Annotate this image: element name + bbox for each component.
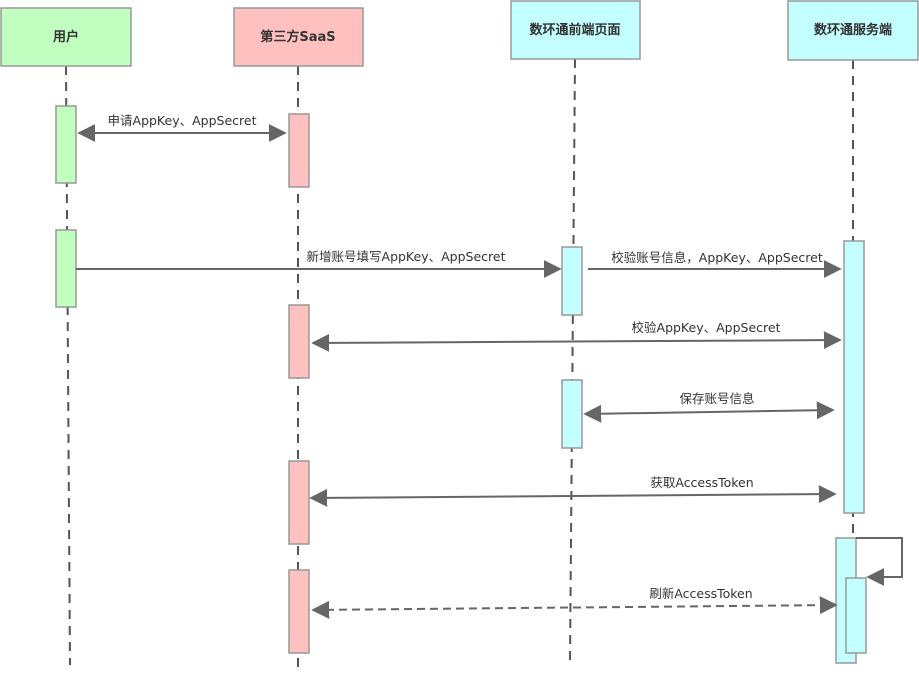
participant-saas: 第三方SaaS xyxy=(233,7,364,67)
activation-server-1 xyxy=(843,240,865,514)
participant-frontend: 数环通前端页面 xyxy=(510,0,641,60)
message-verify-account-label: 校验账号信息，AppKey、AppSecret xyxy=(611,250,823,265)
self-call-arrow xyxy=(856,537,903,586)
participant-user-label: 用户 xyxy=(52,29,79,45)
activation-saas-3 xyxy=(288,460,310,545)
message-add-account: 新增账号填写AppKey、AppSecret xyxy=(76,249,562,278)
activation-user-2 xyxy=(55,229,77,308)
participant-frontend-label: 数环通前端页面 xyxy=(529,22,620,38)
message-verify-key: 校验AppKey、AppSecret xyxy=(311,320,842,352)
participant-server-label: 数环通服务端 xyxy=(814,22,892,38)
message-get-token-label: 获取AccessToken xyxy=(650,475,753,490)
activation-server-3 xyxy=(845,577,867,654)
lifeline-frontend xyxy=(569,58,576,661)
participant-saas-label: 第三方SaaS xyxy=(260,29,335,45)
activation-saas-4 xyxy=(288,569,310,654)
message-add-account-label: 新增账号填写AppKey、AppSecret xyxy=(307,249,506,264)
message-refresh-token: 刷新AccessToken xyxy=(311,586,838,619)
message-apply: 申请AppKey、AppSecret xyxy=(77,113,287,142)
message-apply-label: 申请AppKey、AppSecret xyxy=(108,113,257,128)
activation-frontend-1 xyxy=(561,246,583,316)
activation-user-1 xyxy=(55,105,77,184)
message-refresh-token-label: 刷新AccessToken xyxy=(649,586,752,601)
message-save-account-label: 保存账号信息 xyxy=(679,391,754,406)
message-verify-key-label: 校验AppKey、AppSecret xyxy=(632,320,781,335)
message-verify-account: 校验账号信息，AppKey、AppSecret xyxy=(588,250,842,278)
participant-server: 数环通服务端 xyxy=(787,0,919,61)
participant-user: 用户 xyxy=(0,7,132,67)
activation-saas-2 xyxy=(288,304,310,379)
message-get-token: 获取AccessToken xyxy=(309,475,837,507)
activation-saas-1 xyxy=(288,113,310,188)
message-save-account: 保存账号信息 xyxy=(583,391,835,423)
activation-frontend-2 xyxy=(561,379,583,449)
